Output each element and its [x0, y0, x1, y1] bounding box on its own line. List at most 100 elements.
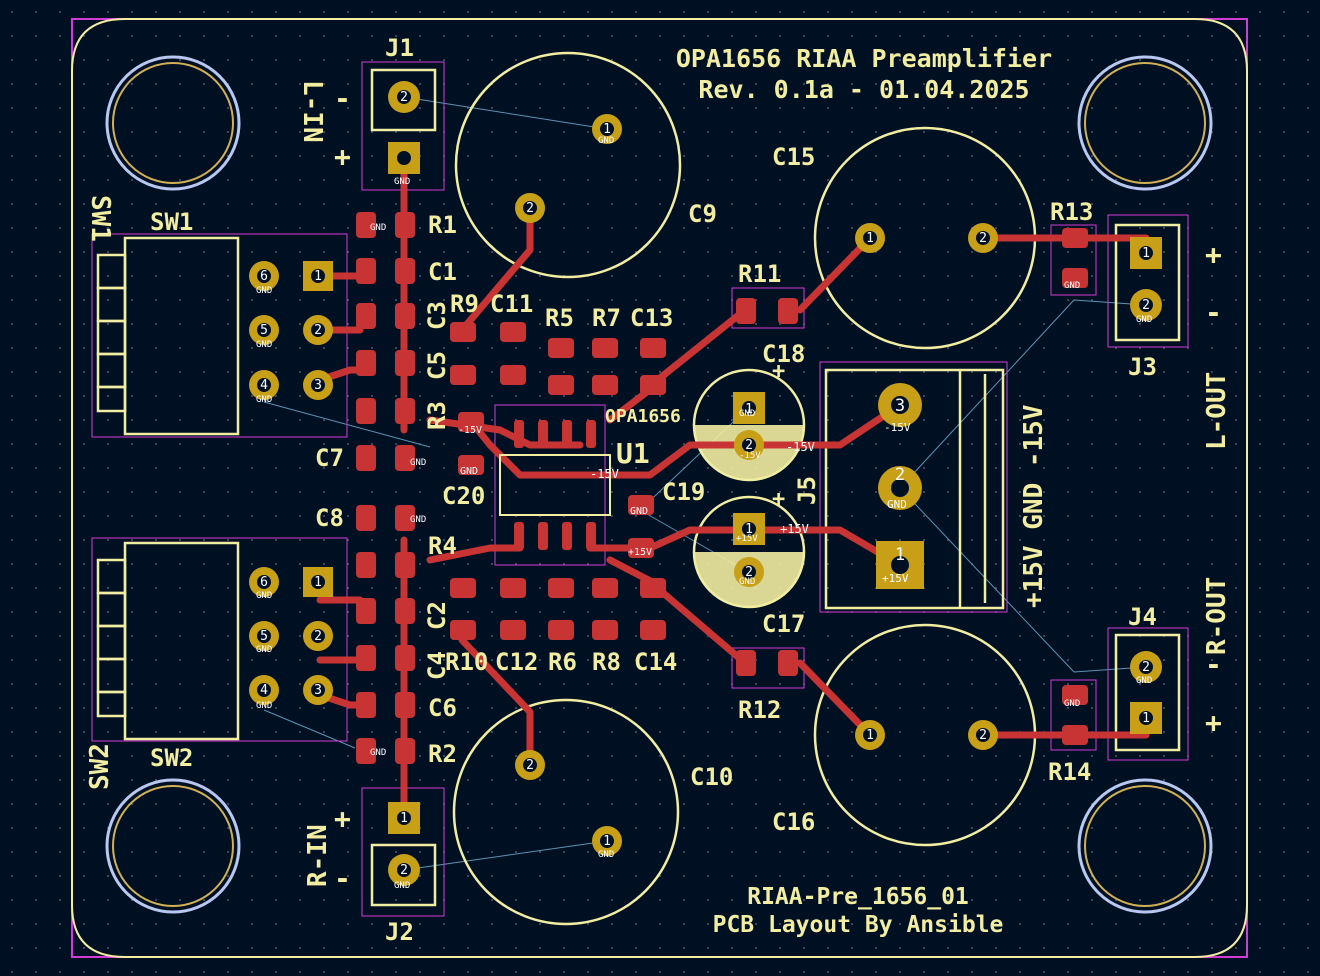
svg-text:GND: GND — [370, 748, 386, 758]
svg-text:1: 1 — [1142, 246, 1150, 261]
ref-R14: R14 — [1048, 758, 1091, 786]
svg-text:1: 1 — [866, 231, 874, 246]
svg-text:+: + — [334, 140, 351, 173]
ref-R4: R4 — [428, 532, 457, 560]
svg-text:GND: GND — [1136, 676, 1152, 686]
svg-text:-: - — [334, 862, 351, 895]
board-title-1: OPA1656 RIAA Preamplifier — [676, 44, 1052, 73]
ref-R9: R9 — [450, 290, 479, 318]
ref-R11: R11 — [738, 260, 781, 288]
ref-R5: R5 — [545, 304, 574, 332]
svg-text:2: 2 — [979, 231, 987, 246]
ref-C1: C1 — [428, 258, 457, 286]
ref-C7: C7 — [315, 444, 344, 472]
ref-R10: R10 — [445, 648, 488, 676]
ref-C18: C18 — [762, 340, 805, 368]
svg-text:+15V: +15V — [736, 534, 758, 544]
switches — [96, 236, 240, 741]
svg-text:1: 1 — [1142, 711, 1150, 726]
pad-numbers: 2 2 2 2 1 1 1 3 2 1 1 2 1 2 6 5 4 1 2 3 … — [260, 90, 1150, 878]
svg-text:GND: GND — [256, 645, 272, 655]
sw2-rotated: SW2 — [85, 743, 115, 790]
svg-text:GND: GND — [460, 466, 478, 477]
svg-text:-15V: -15V — [458, 425, 482, 436]
svg-text:GND: GND — [410, 458, 426, 468]
svg-text:+: + — [1205, 238, 1222, 271]
ref-C10: C10 — [690, 763, 733, 791]
svg-text:2: 2 — [526, 758, 534, 773]
ref-C15: C15 — [772, 143, 815, 171]
mounting-holes — [105, 55, 1213, 914]
svg-text:GND: GND — [410, 515, 426, 525]
svg-text:GND: GND — [394, 177, 410, 187]
r-in-label: R-IN — [303, 824, 333, 887]
svg-text:-15V: -15V — [786, 440, 815, 454]
svg-text:1: 1 — [603, 834, 611, 849]
ref-R8: R8 — [592, 648, 621, 676]
ref-C17: C17 — [762, 610, 805, 638]
svg-text:-15V: -15V — [590, 467, 619, 481]
svg-text:GND: GND — [598, 136, 614, 146]
svg-text:4: 4 — [260, 378, 268, 393]
svg-text:1: 1 — [745, 402, 753, 417]
svg-text:+: + — [772, 487, 785, 512]
ref-R2: R2 — [428, 740, 457, 768]
connector-outlines — [370, 68, 1181, 907]
tht-pads — [249, 81, 1162, 886]
ref-R12: R12 — [738, 696, 781, 724]
svg-text:GND: GND — [256, 340, 272, 350]
ref-SW2: SW2 — [150, 744, 193, 772]
sw1-rotated: SW1 — [85, 195, 115, 242]
svg-text:GND: GND — [739, 409, 755, 419]
l-out-label: L-OUT — [1202, 372, 1232, 450]
svg-text:2: 2 — [400, 863, 408, 878]
svg-text:1: 1 — [400, 811, 408, 826]
ref-U1-value: OPA1656 — [605, 406, 681, 427]
svg-text:2: 2 — [314, 629, 322, 644]
svg-text:+15V: +15V — [628, 547, 652, 558]
l-in-label: L-IN — [297, 80, 327, 143]
svg-text:2: 2 — [1142, 298, 1150, 313]
ref-C3: C3 — [423, 301, 451, 330]
svg-text:GND: GND — [887, 498, 907, 511]
ref-SW1: SW1 — [150, 208, 193, 236]
svg-text:1: 1 — [314, 269, 322, 284]
svg-text:5: 5 — [260, 629, 268, 644]
svg-text:4: 4 — [260, 683, 268, 698]
svg-text:GND: GND — [256, 286, 272, 296]
svg-text:GND: GND — [394, 881, 410, 891]
svg-text:2: 2 — [314, 323, 322, 338]
ref-C8: C8 — [315, 504, 344, 532]
svg-text:-: - — [334, 82, 351, 115]
courtyards — [91, 61, 1189, 917]
svg-text:3: 3 — [314, 683, 322, 698]
board-footer-2: PCB Layout By Ansible — [713, 912, 1004, 938]
ref-U1: U1 — [616, 437, 650, 470]
svg-text:2: 2 — [979, 728, 987, 743]
ref-R13: R13 — [1050, 198, 1093, 226]
svg-text:GND: GND — [256, 701, 272, 711]
svg-text:-15V: -15V — [739, 451, 761, 461]
svg-text:GND: GND — [739, 577, 755, 587]
power-label: +15V GND -15V — [1019, 405, 1049, 609]
svg-text:2: 2 — [526, 201, 534, 216]
svg-text:3: 3 — [895, 396, 905, 416]
svg-text:2: 2 — [1142, 660, 1150, 675]
svg-text:GND: GND — [256, 395, 272, 405]
ref-C5: C5 — [423, 351, 451, 380]
svg-text:1: 1 — [866, 728, 874, 743]
ref-R3: R3 — [423, 401, 451, 430]
ref-C20: C20 — [442, 482, 485, 510]
ref-J1: J1 — [385, 34, 414, 62]
ref-C4: C4 — [423, 651, 451, 680]
svg-text:6: 6 — [260, 269, 268, 284]
svg-text:GND: GND — [630, 506, 648, 517]
svg-text:2: 2 — [745, 565, 753, 580]
ref-C13: C13 — [630, 304, 673, 332]
svg-text:1: 1 — [603, 122, 611, 137]
terminal-block-j5 — [824, 368, 1005, 610]
svg-text:2: 2 — [895, 465, 905, 485]
board-footer-1: RIAA-Pre_1656_01 — [747, 884, 969, 910]
svg-text:1: 1 — [895, 545, 905, 565]
